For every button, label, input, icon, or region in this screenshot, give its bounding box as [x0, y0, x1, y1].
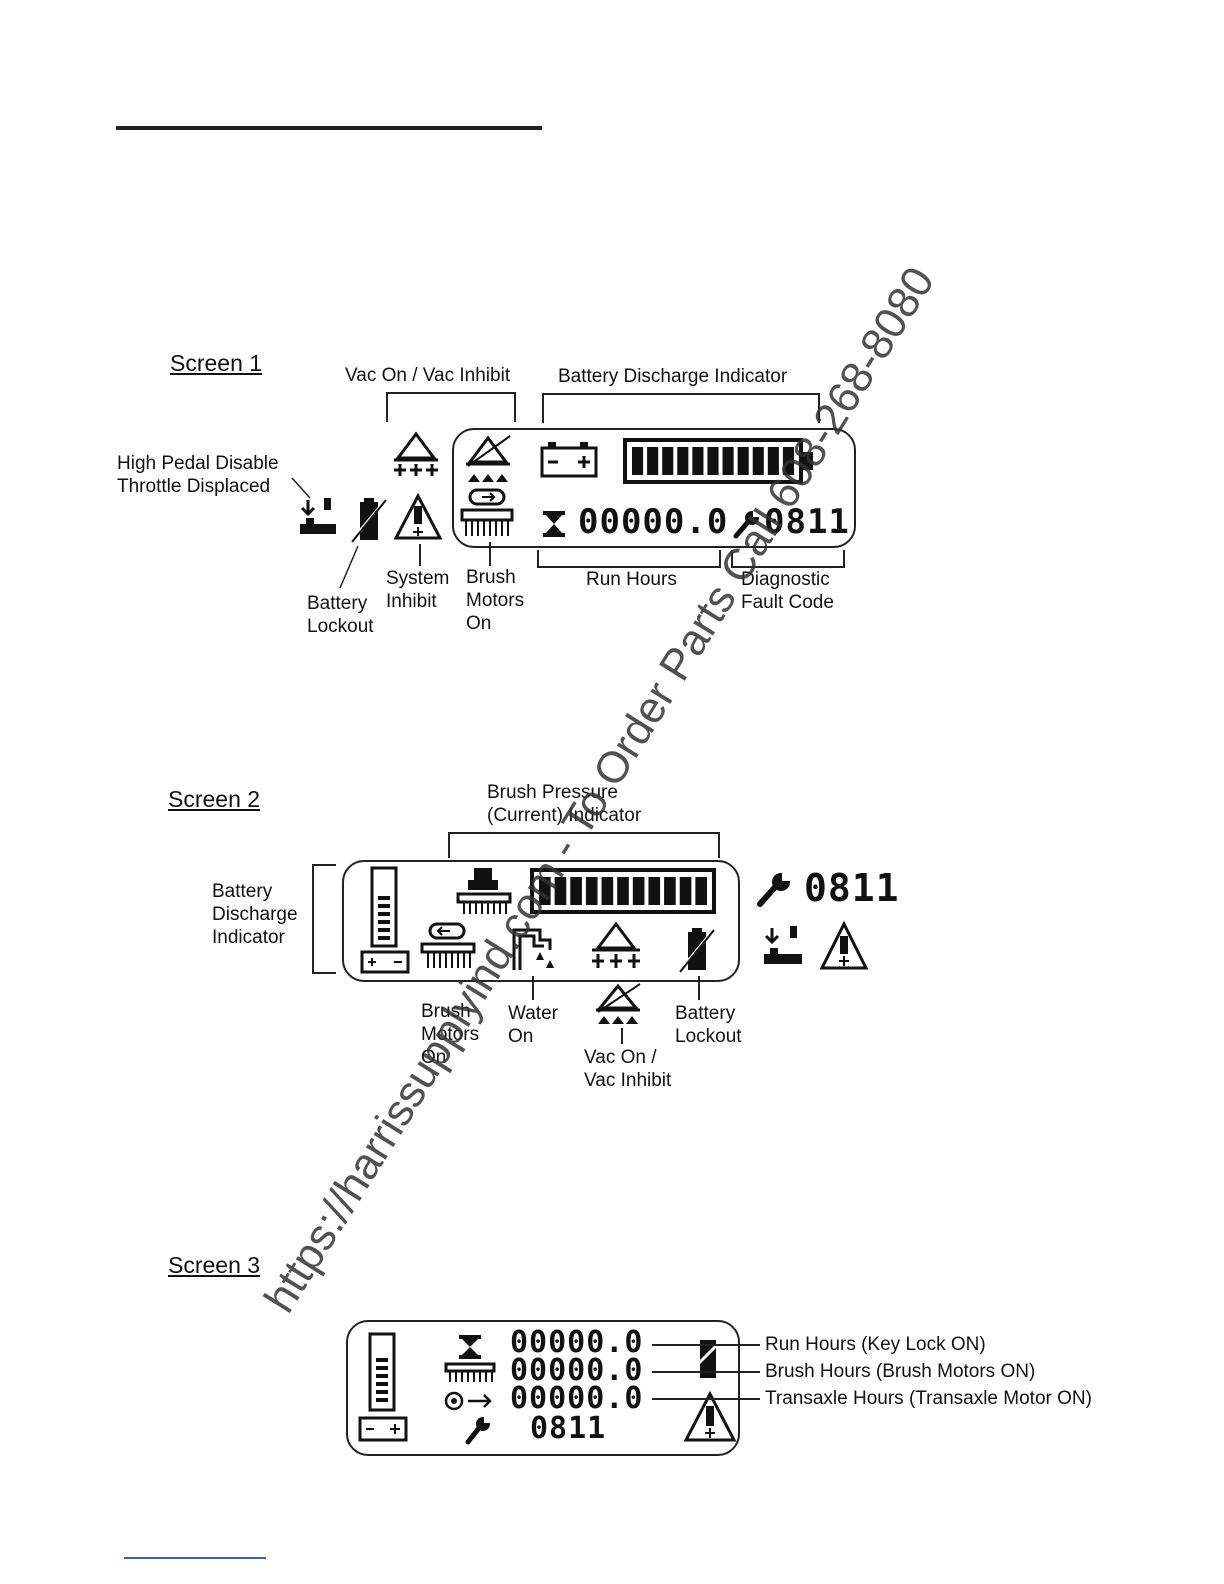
screen1-system-inhibit-label: System Inhibit: [386, 568, 450, 612]
screen2-vac-label: Vac On / Vac Inhibit: [584, 1047, 672, 1091]
screen2-battery-discharge-label: Battery Discharge Indicator: [212, 881, 298, 948]
transaxle-icon: [444, 1391, 492, 1411]
screen1-brush-motors-label: Brush Motors On: [466, 567, 525, 634]
bar-segment: [647, 447, 659, 475]
screen1-battery-bargraph: [623, 438, 813, 484]
bar-segment: [570, 877, 582, 905]
screen2-fault-code: 0811: [804, 866, 900, 910]
vac-pointer: [621, 1028, 623, 1044]
screen3-brush-hours-label: Brush Hours (Brush Motors ON): [765, 1361, 1036, 1382]
warning-icon-2: [819, 920, 869, 970]
screen2-brush-motors-label: Brush Motors On: [421, 1001, 480, 1068]
run-hours-bracket: [537, 550, 721, 568]
footer-rule: [124, 1557, 266, 1559]
screen2-battery-lockout-label: Battery Lockout: [675, 1003, 742, 1047]
vac-inhibit-icon: [466, 435, 511, 482]
bar-segment: [632, 877, 645, 905]
brush-pressure-bracket: [448, 832, 720, 858]
bar-segment: [722, 447, 734, 475]
battery-lockout-icon-2: [679, 928, 715, 973]
screen3-fault-code: 0811: [530, 1411, 607, 1446]
bar-segment: [677, 447, 689, 475]
vac-icon: [394, 431, 438, 476]
brush-hours-leader: [652, 1371, 760, 1373]
screen1-battery-bracket: [542, 393, 820, 423]
bar-segment: [664, 877, 676, 905]
brush-icon: [460, 488, 514, 536]
screen3-run-hours-label: Run Hours (Key Lock ON): [765, 1334, 986, 1355]
water-pointer: [532, 976, 534, 1000]
screen1-title: Screen 1: [170, 350, 263, 376]
screen1-vac-label: Vac On / Vac Inhibit: [345, 365, 511, 386]
screen2-battery-bracket: [312, 864, 336, 974]
battery-lockout-icon: [351, 498, 387, 543]
screen1-battery-lockout-label: Battery Lockout: [307, 593, 374, 637]
high-pedal-icon: [300, 498, 336, 534]
battery-lockout-pointer-2: [698, 976, 700, 1000]
bar-segment: [782, 447, 794, 475]
wrench-icon-2: [757, 872, 794, 907]
hourglass-icon-3: [459, 1335, 481, 1359]
screen2-pressure-bargraph: [530, 868, 716, 914]
bar-segment: [601, 877, 614, 905]
brush-icon-2: [420, 922, 476, 968]
system-inhibit-pointer: [419, 544, 421, 566]
screen1-run-hours-label: Run Hours: [586, 569, 677, 590]
run-hours-leader: [652, 1344, 760, 1346]
screen3-title: Screen 3: [168, 1252, 261, 1278]
warning-icon: [393, 492, 443, 540]
wrench-icon: [733, 510, 762, 539]
bar-segment: [692, 447, 704, 475]
bar-segment: [737, 447, 749, 475]
screen1-fault-code: 0811: [764, 502, 850, 542]
brush-motors-pointer: [489, 542, 491, 566]
water-icon: [512, 928, 554, 970]
transaxle-hours-leader: [652, 1398, 760, 1400]
screen1-high-pedal-label: High Pedal Disable Throttle Displaced: [117, 453, 279, 497]
diagnostic-bracket: [731, 550, 845, 568]
brush-pressure-icon: [456, 868, 512, 914]
bar-segment: [695, 877, 707, 905]
screen1-vac-bracket: [386, 392, 516, 422]
bar-segment: [707, 447, 719, 475]
bar-segment: [679, 877, 692, 905]
battery-vertical-icon-3: [358, 1332, 408, 1442]
battery-vertical-icon: [360, 866, 410, 974]
bar-segment: [648, 877, 661, 905]
bar-segment: [617, 877, 629, 905]
brush-hours-icon: [444, 1362, 496, 1382]
bar-segment: [662, 447, 674, 475]
screen3-transaxle-hours-label: Transaxle Hours (Transaxle Motor ON): [765, 1388, 1092, 1409]
battery-icon: [540, 442, 598, 478]
high-pedal-icon-2: [764, 926, 802, 964]
bar-segment: [752, 447, 764, 475]
warning-icon-3: [683, 1390, 737, 1442]
bar-segment: [585, 877, 598, 905]
screen3-run-hours-value: 00000.0: [510, 1325, 644, 1360]
vac-icon-2: [592, 921, 640, 968]
vac-inhibit-icon-2: [596, 983, 641, 1024]
screen3-transaxle-hours-value: 00000.0: [510, 1381, 644, 1416]
screen1-battery-discharge-label: Battery Discharge Indicator: [558, 366, 788, 387]
battery-lockout-icon-3: [694, 1340, 722, 1378]
hourglass-icon: [543, 511, 565, 537]
header-rule: [116, 126, 542, 130]
screen1-diagnostic-label: Diagnostic Fault Code: [741, 569, 834, 613]
screen2-water-label: Water On: [508, 1003, 558, 1047]
battery-lockout-pointer: [339, 545, 359, 589]
bar-segment: [767, 447, 779, 475]
bar-segment: [554, 877, 567, 905]
screen3-lcd: [346, 1320, 740, 1456]
screen3-brush-hours-value: 00000.0: [510, 1353, 644, 1388]
high-pedal-pointer: [291, 477, 311, 499]
bar-segment: [539, 877, 551, 905]
screen1-run-hours-value: 00000.0: [578, 502, 729, 542]
screen2-brush-pressure-label: Brush Pressure (Current) Indicator: [487, 782, 642, 826]
wrench-icon-3: [465, 1416, 492, 1445]
bar-segment: [632, 447, 644, 475]
screen2-title: Screen 2: [168, 786, 261, 812]
